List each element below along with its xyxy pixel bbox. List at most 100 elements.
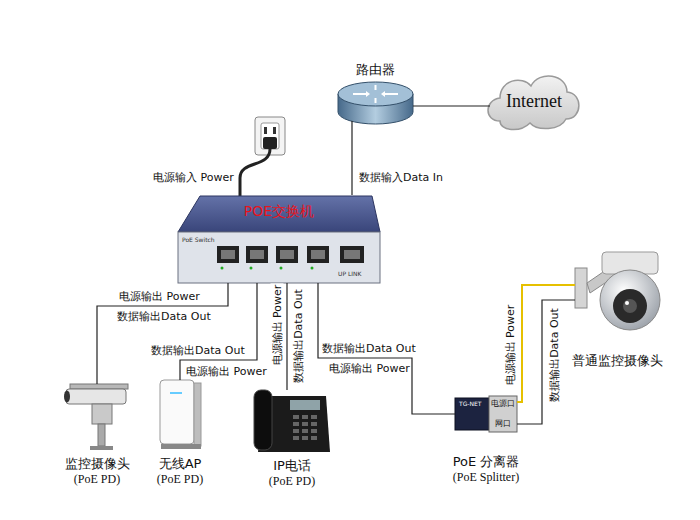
poe-switch-icon-part	[307, 246, 329, 263]
cable-wire	[517, 285, 575, 402]
ptz-camera-caption: 监控摄像头(PoE PD)	[65, 456, 130, 487]
ip-phone-icon	[254, 390, 330, 452]
dome-camera: 普通监控摄像头	[575, 250, 660, 335]
poe-splitter-text: PoE 分离器	[453, 454, 520, 470]
ptz-camera-text: 监控摄像头	[65, 456, 130, 472]
ip-phone-icon-part	[254, 390, 272, 450]
ip-phone-icon-part	[290, 400, 320, 410]
router-node: 路由器	[338, 82, 413, 124]
ip-phone-icon-part-part	[302, 436, 308, 440]
router-node-caption: 路由器	[356, 62, 395, 78]
ip-phone-icon-part-part	[311, 415, 317, 419]
poe-switch-icon-part	[221, 250, 235, 259]
signal-label: 数据输入Data In	[358, 171, 444, 184]
wireless-ap-text: 无线AP	[157, 456, 203, 472]
wall-socket-part	[240, 149, 270, 196]
poe-splitter-text: (PoE Splitter)	[453, 470, 520, 485]
poe-switch-icon-part	[280, 267, 283, 270]
cable-wire	[413, 105, 490, 106]
signal-label: 电源输出 Power	[185, 365, 268, 378]
signal-label: 网口	[495, 419, 511, 429]
wireless-ap-icon-part	[170, 392, 182, 394]
dome-camera-icon-part	[625, 301, 629, 305]
ip-phone-icon-part-part	[293, 436, 299, 440]
router-icon-part	[353, 85, 398, 103]
ip-phone-icon-part	[293, 415, 317, 440]
poe-switch-icon-part	[276, 246, 298, 263]
ptz-camera-icon-part	[92, 404, 112, 424]
poe-switch-icon-part	[280, 250, 294, 259]
ptz-camera-icon-part	[90, 446, 113, 450]
ip-phone-icon-part-part	[311, 429, 317, 433]
ip-phone-text: (PoE PD)	[269, 474, 315, 489]
cable-wire	[318, 283, 455, 414]
ip-phone-caption: IP电话(PoE PD)	[269, 458, 315, 489]
ptz-camera: 监控摄像头(PoE PD)	[62, 384, 132, 450]
poe-splitter-icon-part	[455, 398, 489, 430]
signal-label: 电源输出 Power	[271, 284, 284, 367]
wireless-ap-icon-part	[160, 380, 194, 444]
poe-splitter-caption: PoE 分离器(PoE Splitter)	[453, 454, 520, 485]
internet-cloud-icon-part	[488, 76, 579, 130]
dome-camera-icon	[575, 252, 660, 330]
poe-switch-icon-part	[311, 250, 325, 259]
signal-label: 数据输出Data Out	[292, 288, 305, 384]
poe-switch-icon-part	[246, 246, 268, 263]
router-icon-part-part	[353, 85, 398, 103]
router-icon-part-part	[381, 91, 385, 97]
poe-splitter-text: TG-NET	[459, 400, 481, 408]
ip-phone: IP电话(PoE PD)	[254, 390, 330, 452]
ip-phone-icon-part-part	[293, 429, 299, 433]
cable-wire	[351, 121, 352, 195]
poe-switch-icon-part	[344, 250, 360, 259]
ip-phone-icon-part-part	[293, 422, 299, 426]
wireless-ap-text: (PoE PD)	[157, 472, 203, 487]
ptz-camera-icon	[64, 384, 128, 450]
ptz-camera-icon-part	[64, 391, 70, 403]
poe-splitter-icon	[455, 396, 517, 432]
poe-switch-icon-part	[178, 196, 380, 232]
signal-label: 电源输入 Power	[152, 171, 235, 184]
poe-switch-icon-part	[340, 246, 364, 263]
ip-phone-icon-part-part	[302, 429, 308, 433]
router-icon-part-part	[366, 91, 370, 97]
dome-camera-icon-part	[613, 289, 647, 323]
wireless-ap-icon	[160, 380, 201, 449]
poe-switch-icon-part	[250, 267, 253, 270]
poe-switch-text: PoE Switch	[182, 236, 215, 244]
dome-camera-icon-part	[575, 268, 587, 308]
poe-switch-icon-part	[311, 267, 314, 270]
cable-wire	[286, 283, 287, 390]
ptz-camera-icon-part	[70, 384, 128, 389]
wireless-ap-icon-part	[194, 383, 201, 446]
signal-label: 数据输出Data Out	[116, 310, 212, 323]
wall-socket-part	[264, 127, 267, 134]
poe-switch-icon	[178, 196, 380, 283]
poe-switch-icon-part	[250, 250, 264, 259]
ip-phone-icon-part-part	[302, 415, 308, 419]
wall-socket-part	[261, 123, 279, 149]
poe-switch-icon-part	[221, 267, 224, 270]
wall-socket	[240, 117, 285, 196]
signal-label: 电源输出 Power	[328, 362, 411, 375]
router-node-text: 路由器	[356, 62, 395, 78]
cable-wire	[517, 300, 575, 424]
signal-label: 数据输出Data Out	[548, 307, 561, 403]
poe-switch: POE交换机PoE SwitchUP LINK	[178, 195, 380, 283]
poe-switch-icon-part	[217, 246, 239, 263]
internet-cloud-icon	[488, 76, 579, 130]
wall-socket-part	[263, 137, 277, 149]
poe-switch-text: UP LINK	[338, 270, 361, 278]
ip-phone-icon-part-part	[302, 422, 308, 426]
signal-label: 电源口	[491, 399, 515, 409]
internet-cloud-text: Internet	[506, 90, 562, 113]
ip-phone-icon-part-part	[311, 422, 317, 426]
wireless-ap-icon-part	[161, 444, 201, 449]
wall-socket-part	[273, 127, 276, 134]
dome-camera-text: 普通监控摄像头	[572, 353, 663, 369]
ptz-camera-icon-part	[66, 389, 126, 404]
dome-camera-caption: 普通监控摄像头	[572, 353, 663, 369]
